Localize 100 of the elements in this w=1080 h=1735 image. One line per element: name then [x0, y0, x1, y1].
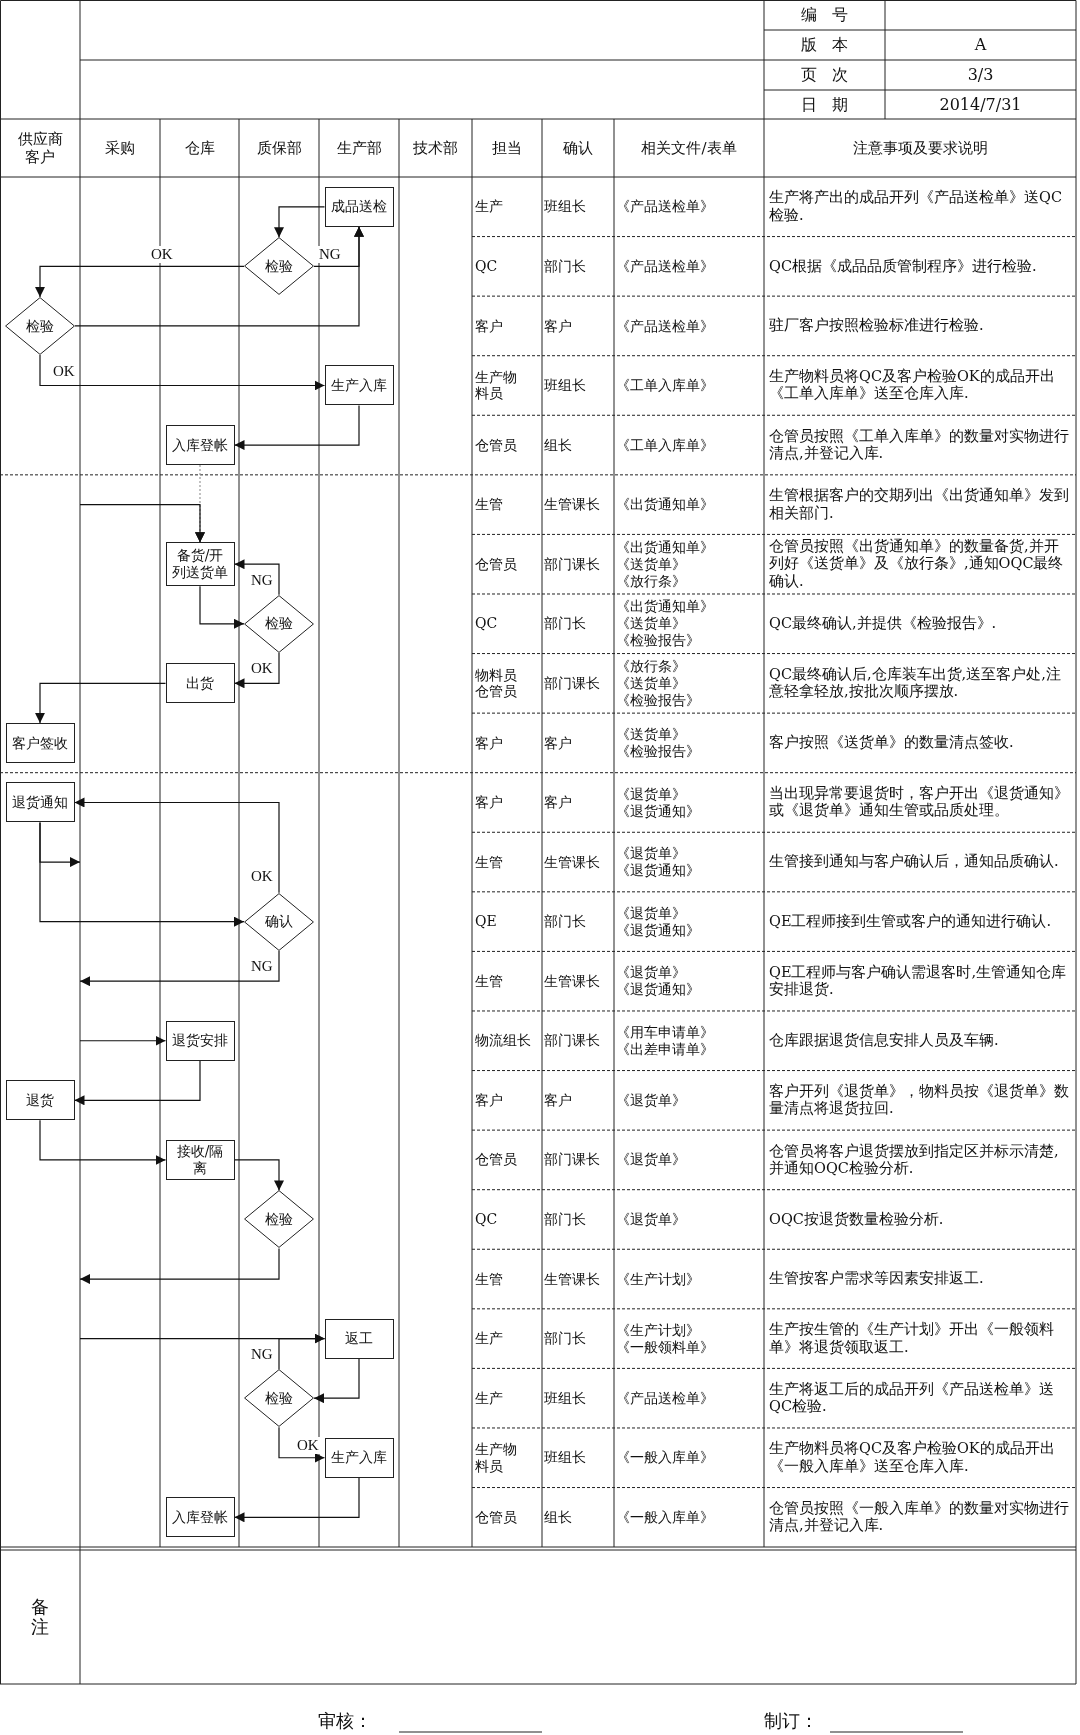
- flow-arrow: [199, 585, 245, 629]
- note-text: QE工程师接到生管或客户的通知进行确认.: [769, 912, 1052, 931]
- role-text: 客户: [475, 1091, 503, 1109]
- role-text: QE: [475, 913, 497, 930]
- flow-arrow: [79, 1247, 280, 1285]
- document-name: 《退货单》: [616, 964, 686, 982]
- note-text: 生管接到通知与客户确认后，通知品质确认.: [769, 853, 1059, 871]
- node-label: 检验: [265, 1211, 293, 1228]
- approver-text: 班组长: [544, 377, 586, 394]
- approver-text: 生管课长: [544, 496, 600, 513]
- column-header: 采购: [105, 139, 135, 157]
- document-name: 《退货通知》: [616, 921, 700, 939]
- role-text: 仓管员: [475, 1151, 517, 1169]
- role-text: QC: [475, 1211, 498, 1228]
- node-label: 检验: [265, 1389, 293, 1407]
- flow-arrow: [233, 404, 360, 451]
- flow-arrow: [278, 1426, 326, 1463]
- column-header: 注意事项及要求说明: [852, 139, 988, 157]
- role-text: 物料员仓管员: [475, 666, 518, 701]
- note-text: 生产物料员将QC及客户检验OK的成品开出《工单入库单》送至仓库入库.: [769, 368, 1056, 403]
- process-box: [5, 1080, 75, 1121]
- column-header: 确认: [563, 139, 593, 157]
- flow-arrow: [39, 1119, 167, 1165]
- approver-text: 客户: [544, 1091, 572, 1109]
- flow-arrow: [313, 1358, 360, 1404]
- remarks-label: 备注: [31, 1597, 49, 1637]
- approver-text: 部门课长: [544, 1151, 600, 1169]
- node-label: 入库登帐: [172, 436, 228, 454]
- node-label: 退货通知: [12, 794, 68, 811]
- approver-text: 部门长: [544, 615, 586, 633]
- process-box: [324, 1437, 394, 1478]
- flow-arrow: [274, 206, 326, 238]
- role-text: 生管: [475, 1270, 503, 1288]
- note-text: 仓管员按照《一般入库单》的数量对实物进行清点,并登记入库.: [769, 1499, 1070, 1535]
- document-name: 《放行条》: [616, 572, 686, 590]
- node-label: 备货/开列送货单: [171, 547, 229, 581]
- flow-arrow: [35, 265, 245, 298]
- decision-diamond: [244, 892, 314, 951]
- role-text: 物流组长: [475, 1032, 531, 1050]
- decision-diamond: [244, 1190, 314, 1249]
- role-text: QC: [475, 615, 498, 633]
- role-text: 客户: [475, 794, 503, 811]
- role-text: 生产: [475, 1330, 503, 1347]
- document-name: 《送货单》: [616, 726, 686, 743]
- field-value: 3/3: [967, 65, 994, 85]
- process-box: [165, 425, 235, 466]
- document-name: 《出差申请单》: [616, 1040, 714, 1058]
- document-name: 《产品送检单》: [616, 317, 714, 335]
- document-name: 《产品送检单》: [616, 198, 714, 216]
- process-box: [324, 1318, 394, 1359]
- field-label: 页次: [801, 65, 863, 85]
- approver-text: 客户: [544, 317, 572, 335]
- document-name: 《一般入库单》: [616, 1449, 714, 1467]
- flow-arrow: [233, 652, 280, 689]
- document-name: 《检验报告》: [616, 632, 700, 650]
- flow-arrow: [39, 821, 245, 927]
- field-label: 编号: [801, 5, 863, 25]
- approver-text: 客户: [544, 794, 572, 811]
- decision-diamond: [5, 296, 75, 355]
- field-label: 日期: [801, 94, 863, 115]
- approver-text: 组长: [544, 1508, 572, 1526]
- document-name: 《工单入库单》: [616, 377, 714, 394]
- column-header: 相关文件/表单: [641, 139, 737, 157]
- note-text: QC最终确认,并提供《检验报告》.: [769, 615, 997, 633]
- note-text: 生产将返工后的成品开列《产品送检单》送QC检验.: [769, 1380, 1055, 1416]
- flow-arrow: [73, 797, 280, 894]
- approver-text: 部门长: [544, 1211, 586, 1228]
- process-box: [5, 722, 75, 763]
- document-name: 《出货通知单》: [616, 538, 714, 556]
- decision-diamond: [244, 1369, 314, 1428]
- document-name: 《送货单》: [616, 674, 686, 692]
- document-name: 《一般入库单》: [616, 1508, 714, 1526]
- node-label: 入库登帐: [172, 1508, 228, 1526]
- role-text: 仓管员: [475, 555, 517, 573]
- document-name: 《退货单》: [616, 1211, 686, 1228]
- document-name: 《退货单》: [616, 1151, 686, 1169]
- note-text: 生管根据客户的交期列出《出货通知单》发到相关部门.: [769, 487, 1070, 522]
- note-text: QC根据《成品品质管制程序》进行检验.: [769, 257, 1037, 276]
- process-box: [5, 782, 75, 823]
- role-text: 仓管员: [475, 1508, 517, 1526]
- column-header: 担当: [492, 139, 522, 157]
- signature-label: 制订：: [764, 1710, 818, 1732]
- node-label: 生产入库: [331, 377, 387, 394]
- edge-label: OK: [150, 246, 174, 263]
- approver-text: 部门课长: [544, 674, 600, 692]
- process-box: [165, 542, 235, 587]
- approver-text: 部门长: [544, 913, 586, 930]
- flow-arrow: [79, 950, 280, 987]
- document-name: 《产品送检单》: [616, 257, 714, 275]
- document-name: 《退货通知》: [616, 802, 700, 820]
- document-name: 《退货单》: [616, 785, 686, 803]
- approver-text: 部门长: [544, 1330, 586, 1347]
- role-text: 客户: [475, 734, 503, 752]
- approver-text: 班组长: [544, 1449, 586, 1467]
- note-text: 生产按生管的《生产计划》开出《一般领料单》将退货领取返工.: [769, 1321, 1055, 1356]
- role-text: 生管: [475, 972, 503, 990]
- process-box: [324, 365, 394, 406]
- flow-arrow: [73, 1060, 201, 1106]
- note-text: 客户按照《送货单》的数量清点签收.: [769, 734, 1014, 752]
- flow-arrow: [278, 1333, 326, 1370]
